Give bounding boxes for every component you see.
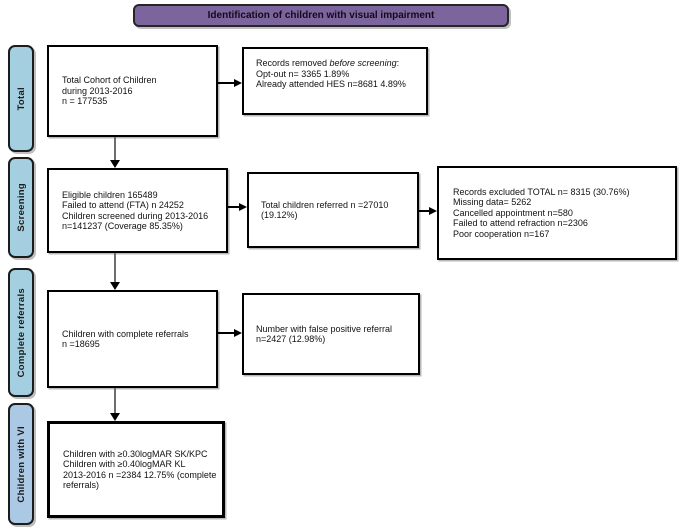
box-line: Children with ≥0.30logMAR SK/KPC	[63, 448, 208, 459]
box-line: 2013-2016 n =2384 12.75% (complete	[63, 469, 217, 480]
records-removed-suffix: :	[396, 58, 400, 68]
arrow-referred-to-excluded	[419, 206, 437, 215]
arrow-cohort-to-records-removed	[218, 78, 242, 87]
side-label-complete-referrals: Complete referrals	[8, 268, 34, 397]
box-line: Total children referred n =27010	[261, 199, 389, 210]
side-label-screening: Screening	[8, 157, 34, 258]
box-line: Poor cooperation n=167	[453, 228, 550, 239]
diagram-title-text: Identification of children with visual i…	[207, 10, 435, 21]
box-records-excluded: Records excluded TOTAL n= 8315 (30.76%) …	[437, 166, 677, 260]
box-line: Children screened during 2013-2016	[62, 210, 209, 221]
box-line: Missing data= 5262	[453, 197, 532, 208]
records-removed-italic: before screening	[329, 58, 397, 68]
arrow-screening-to-complete-referrals	[110, 253, 120, 290]
box-total-cohort: Total Cohort of Children during 2013-201…	[47, 45, 218, 137]
box-complete-referrals: Children with complete referrals n =1869…	[47, 290, 218, 388]
box-line: n = 177535	[62, 96, 108, 107]
side-label-total: Total	[8, 45, 34, 152]
box-line: (19.12%)	[261, 210, 298, 220]
side-label-total-text: Total	[15, 86, 27, 111]
box-line: n =18695	[62, 339, 100, 349]
diagram-title: Identification of children with visual i…	[133, 4, 509, 27]
box-line: Total Cohort of Children	[62, 75, 157, 86]
box-line: Children with complete referrals	[62, 328, 189, 339]
box-line: Records removed before screening:	[256, 58, 418, 69]
box-screening: Eligible children 165489 Failed to atten…	[47, 168, 228, 253]
side-label-screening-text: Screening	[15, 183, 27, 232]
side-label-complete-referrals-text: Complete referrals	[15, 287, 27, 378]
box-line: Eligible children 165489	[62, 189, 158, 200]
box-false-positive: Number with false positive referral n=24…	[242, 293, 420, 375]
box-children-referred: Total children referred n =27010 (19.12%…	[247, 172, 419, 248]
arrow-cohort-to-screening	[110, 137, 120, 168]
arrow-screening-to-referred	[228, 202, 247, 211]
box-line: Failed to attend refraction n=2306	[453, 218, 588, 229]
box-line: Children with ≥0.40logMAR KL	[63, 459, 186, 469]
box-line: Failed to attend (FTA) n 24252	[62, 200, 184, 210]
box-records-removed: Records removed before screening: Opt-ou…	[242, 47, 428, 115]
box-children-with-vi: Children with ≥0.30logMAR SK/KPC Childre…	[47, 421, 225, 518]
box-line: Cancelled appointment n=580	[453, 207, 573, 218]
box-line: n=2427 (12.98%)	[256, 334, 326, 344]
box-line: during 2013-2016	[62, 85, 133, 96]
box-line: Opt-out n= 3365 1.89%	[256, 68, 350, 79]
arrow-complete-to-false-positive	[218, 328, 242, 337]
side-label-children-with-vi: Children with VI	[8, 403, 34, 525]
records-removed-prefix: Records removed	[256, 58, 330, 68]
box-line: referrals)	[63, 480, 100, 490]
arrow-complete-to-children-vi	[110, 388, 120, 421]
box-line: Number with false positive referral	[256, 323, 393, 334]
side-label-children-with-vi-text: Children with VI	[15, 425, 27, 503]
box-line: n=141237 (Coverage 85.35%)	[62, 221, 183, 231]
box-line: Records excluded TOTAL n= 8315 (30.76%)	[453, 186, 630, 197]
box-line: Already attended HES n=8681 4.89%	[256, 79, 406, 89]
